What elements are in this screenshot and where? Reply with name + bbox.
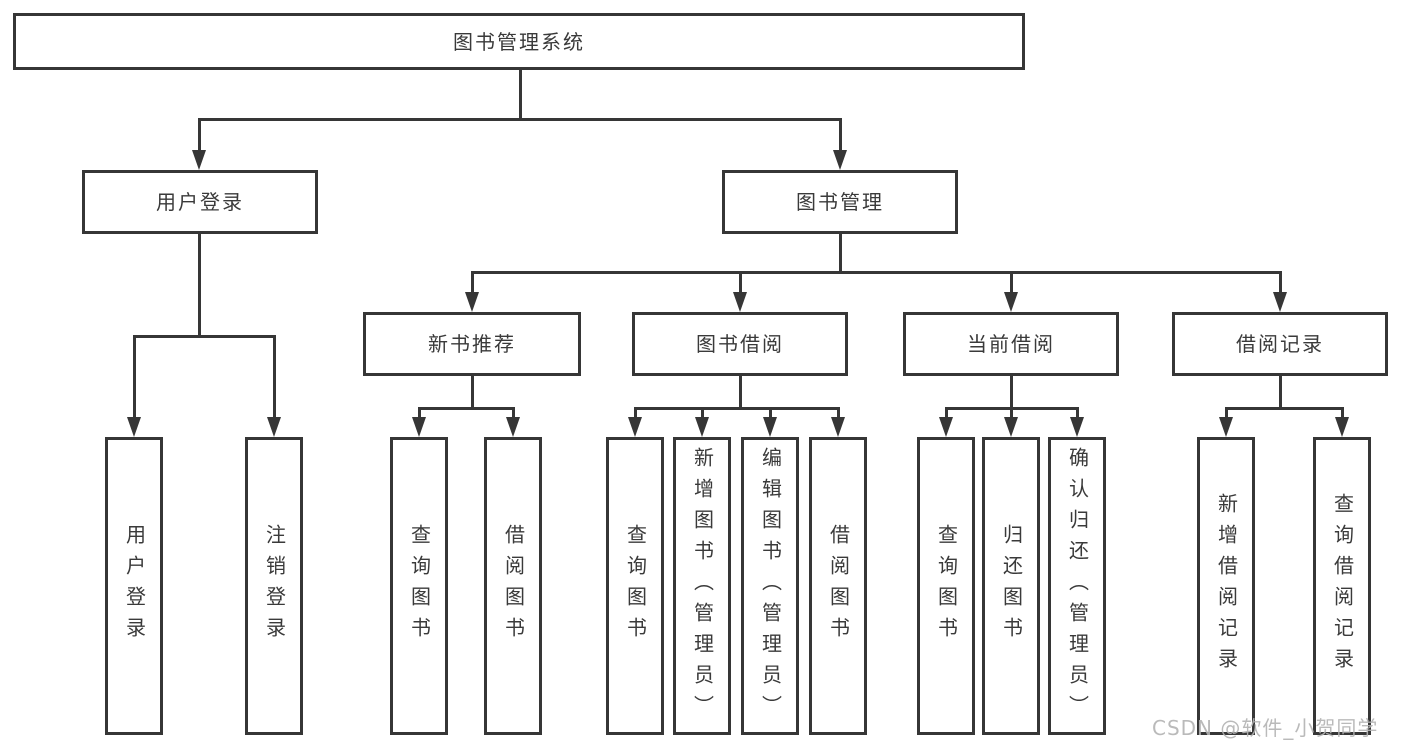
leaf-query-books-current: 查询图书	[917, 437, 975, 735]
leaf-user-login-label: 用户登录	[122, 524, 147, 648]
connector-new-book-recommend-stem	[471, 376, 474, 407]
node-current-borrowing-label: 当前借阅	[967, 332, 1055, 356]
leaf-borrow-books-borrowing: 借阅图书	[809, 437, 867, 735]
csdn-watermark: CSDN @软件_小贺同学	[1152, 716, 1379, 740]
leaf-edit-books-admin-label: 编辑图书（管理员）	[758, 446, 783, 726]
connector-arrow-current-borrowing	[1004, 271, 1018, 312]
node-book-management: 图书管理	[722, 170, 958, 234]
leaf-query-books-recommend: 查询图书	[390, 437, 448, 735]
leaf-add-borrow-record: 新增借阅记录	[1197, 437, 1255, 735]
node-new-book-recommend: 新书推荐	[363, 312, 581, 376]
node-root: 图书管理系统	[13, 13, 1025, 70]
node-new-book-recommend-label: 新书推荐	[428, 332, 516, 356]
connector-arrow-leaf-user-login	[127, 335, 141, 437]
leaf-query-books-borrowing-label: 查询图书	[623, 524, 648, 648]
connector-root-bar	[198, 118, 841, 121]
node-user-login-label: 用户登录	[156, 190, 244, 214]
connector-borrowing-records-bar	[1225, 407, 1343, 410]
leaf-query-books-recommend-label: 查询图书	[407, 524, 432, 648]
leaf-query-books-current-label: 查询图书	[934, 524, 959, 648]
connector-user-login-bar	[133, 335, 275, 338]
connector-arrow-leaf-edit-books-admin	[763, 407, 777, 437]
connector-book-management-stem	[839, 234, 842, 271]
leaf-borrow-books-recommend: 借阅图书	[484, 437, 542, 735]
leaf-add-borrow-record-label: 新增借阅记录	[1214, 493, 1239, 679]
leaf-user-login: 用户登录	[105, 437, 163, 735]
connector-arrow-leaf-borrow-books-borrowing	[831, 407, 845, 437]
leaf-return-books: 归还图书	[982, 437, 1040, 735]
connector-book-management-bar	[471, 271, 1281, 274]
leaf-logout: 注销登录	[245, 437, 303, 735]
node-book-management-label: 图书管理	[796, 190, 884, 214]
node-current-borrowing: 当前借阅	[903, 312, 1119, 376]
connector-arrow-leaf-query-books-recommend	[412, 407, 426, 437]
leaf-confirm-return-admin-label: 确认归还（管理员）	[1065, 446, 1090, 726]
leaf-query-books-borrowing: 查询图书	[606, 437, 664, 735]
connector-arrow-user-login	[192, 118, 206, 170]
connector-user-login-stem	[198, 234, 201, 335]
leaf-query-borrow-record: 查询借阅记录	[1313, 437, 1371, 735]
connector-arrow-leaf-confirm-return-admin	[1070, 407, 1084, 437]
connector-current-borrowing-stem	[1010, 376, 1013, 407]
connector-book-borrowing-bar	[634, 407, 839, 410]
node-borrowing-records: 借阅记录	[1172, 312, 1388, 376]
connector-arrow-new-book-recommend	[465, 271, 479, 312]
connector-arrow-book-management	[833, 118, 847, 170]
connector-arrow-leaf-borrow-books-recommend	[506, 407, 520, 437]
leaf-logout-label: 注销登录	[262, 524, 287, 648]
leaf-confirm-return-admin: 确认归还（管理员）	[1048, 437, 1106, 735]
node-root-label: 图书管理系统	[453, 29, 585, 54]
connector-arrow-leaf-query-books-current	[939, 407, 953, 437]
connector-arrow-leaf-add-borrow-record	[1219, 407, 1233, 437]
leaf-query-borrow-record-label: 查询借阅记录	[1330, 493, 1355, 679]
node-borrowing-records-label: 借阅记录	[1236, 332, 1324, 356]
connector-arrow-leaf-add-books-admin	[695, 407, 709, 437]
node-book-borrowing: 图书借阅	[632, 312, 848, 376]
connector-arrow-book-borrowing	[733, 271, 747, 312]
connector-arrow-borrowing-records	[1273, 271, 1287, 312]
connector-arrow-leaf-query-books-borrowing	[628, 407, 642, 437]
leaf-add-books-admin: 新增图书（管理员）	[673, 437, 731, 735]
leaf-edit-books-admin: 编辑图书（管理员）	[741, 437, 799, 735]
connector-new-book-recommend-bar	[418, 407, 515, 410]
connector-arrow-leaf-query-borrow-record	[1335, 407, 1349, 437]
leaf-borrow-books-borrowing-label: 借阅图书	[826, 524, 851, 648]
leaf-add-books-admin-label: 新增图书（管理员）	[690, 446, 715, 726]
connector-arrow-leaf-return-books	[1004, 407, 1018, 437]
connector-borrowing-records-stem	[1279, 376, 1282, 407]
leaf-return-books-label: 归还图书	[999, 524, 1024, 648]
connector-root-stem	[519, 70, 522, 118]
leaf-borrow-books-recommend-label: 借阅图书	[501, 524, 526, 648]
connector-book-borrowing-stem	[739, 376, 742, 407]
connector-arrow-leaf-logout	[267, 335, 281, 437]
node-book-borrowing-label: 图书借阅	[696, 332, 784, 356]
node-user-login: 用户登录	[82, 170, 318, 234]
